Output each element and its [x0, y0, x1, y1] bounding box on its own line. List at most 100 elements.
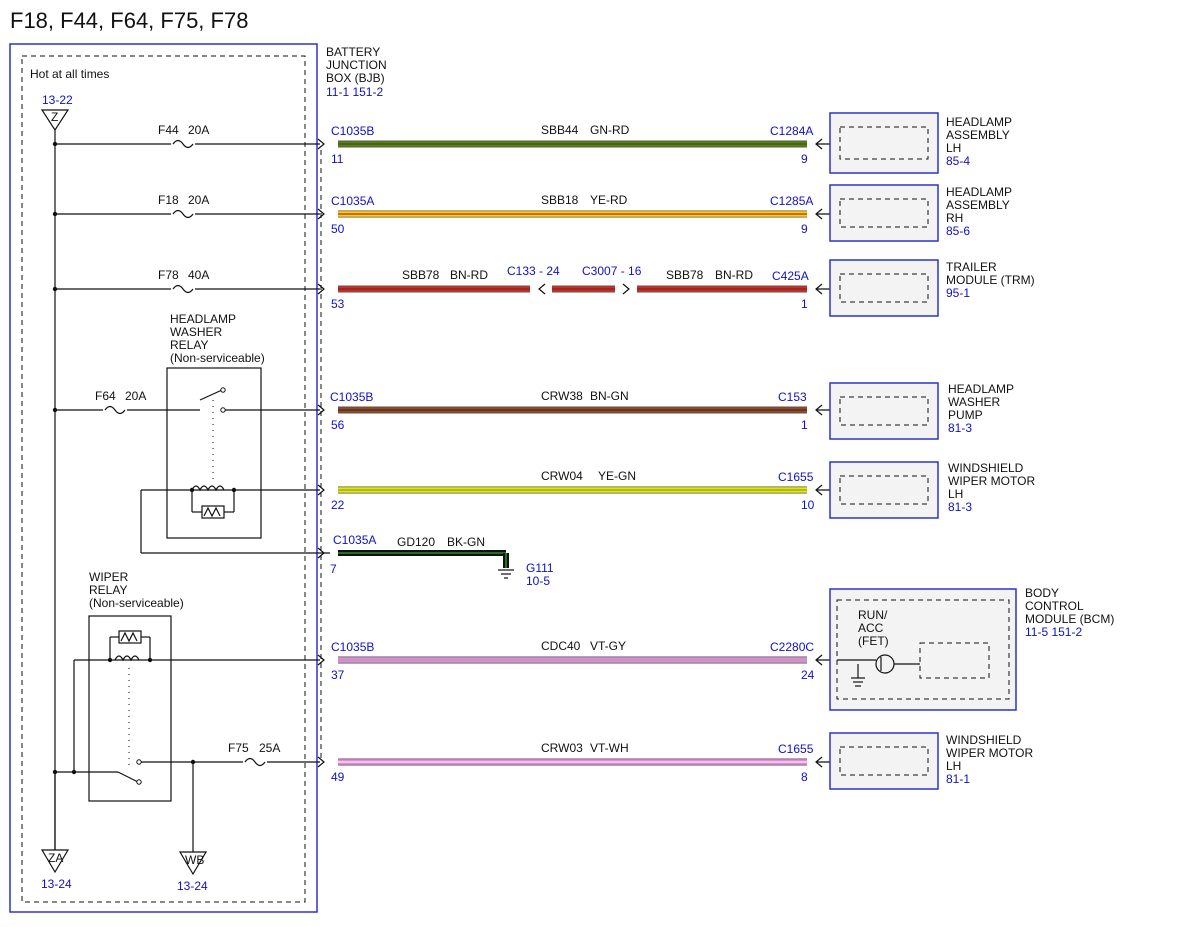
connector-arrow [317, 138, 325, 150]
destination-box [829, 382, 939, 440]
wiper-relay: WIPER RELAY (Non-serviceable) [52, 570, 320, 852]
destination-label: CONTROL [1025, 599, 1084, 613]
destination-label: WASHER [948, 395, 1001, 409]
wire-id: SBB18 [541, 193, 579, 207]
fuse-label: F78 [158, 268, 179, 282]
destination-box [829, 112, 939, 174]
fuse-amps: 20A [125, 389, 146, 403]
wire-color: GN-RD [590, 123, 630, 137]
za-triangle [40, 849, 70, 874]
bcm-fet-label: RUN/ [858, 608, 888, 622]
wire-color: BN-GN [590, 389, 629, 403]
destination-label: HEADLAMP [946, 115, 1012, 129]
destination-label: HEADLAMP [946, 185, 1012, 199]
ground-wire: GD120 [397, 535, 435, 549]
destination-inner [839, 273, 929, 303]
connector-arrow [317, 404, 325, 416]
destination-label: HEADLAMP [948, 382, 1014, 396]
destination-label: ASSEMBLY [946, 128, 1010, 142]
destination-inner [839, 198, 929, 228]
wire-id: SBB78 [402, 268, 440, 282]
destination-label: MODULE (TRM) [946, 273, 1035, 287]
connector-label: C1035B [330, 390, 373, 404]
destination-label: WIPER MOTOR [946, 746, 1033, 760]
wire-color: YE-RD [590, 193, 628, 207]
destination-label: MODULE (BCM) [1025, 612, 1114, 626]
junction-dot [52, 211, 58, 217]
wire-color: VT-WH [590, 741, 629, 755]
wire-id: SBB44 [541, 123, 579, 137]
top-node-ref: 13-22 [42, 93, 73, 107]
connector-arrow [622, 283, 630, 295]
wiper-relay-label: WIPER [89, 570, 129, 584]
ground-ref: 10-5 [526, 574, 550, 588]
pin-label: 50 [331, 222, 345, 236]
ground-pin: 7 [330, 562, 337, 576]
destination-box [829, 732, 939, 790]
connector-arrow [317, 654, 325, 666]
destination-label: WIPER MOTOR [948, 474, 1035, 488]
wire-color: VT-GY [590, 639, 626, 653]
destination-label: LH [946, 141, 961, 155]
connector-label: C1035B [331, 124, 374, 138]
pin-label: 53 [331, 297, 345, 311]
wb-triangle [178, 851, 208, 876]
fuse-icon [244, 757, 266, 767]
fuse-icon [172, 209, 194, 219]
ground-g: G111 [526, 561, 554, 575]
far-pin-label: 9 [801, 152, 808, 166]
za-ref: 13-24 [41, 877, 72, 891]
bjb-name-line: BATTERY [326, 45, 380, 59]
fuse-label: F44 [158, 123, 179, 137]
page-title: F18, F44, F64, F75, F78 [10, 8, 249, 33]
washer-relay-label: (Non-serviceable) [170, 351, 265, 365]
destination-label: BODY [1025, 586, 1059, 600]
destination-box [829, 461, 939, 519]
fuse-amps: 20A [188, 123, 209, 137]
fuse-amps: 25A [259, 741, 280, 755]
fuse-amps: 40A [188, 268, 209, 282]
junction-dot [52, 407, 58, 413]
far-pin-label: 8 [801, 770, 808, 784]
pin-label: 37 [331, 668, 345, 682]
fuse-label: F18 [158, 193, 179, 207]
destination-label: LH [948, 487, 963, 501]
za-label: ZA [48, 851, 63, 865]
wire-id: CRW04 [541, 469, 583, 483]
far-connector-label: C1655 [778, 742, 814, 756]
pin-label: 11 [331, 152, 344, 166]
far-pin-label: 1 [801, 297, 808, 311]
pin-label: 56 [331, 418, 345, 432]
ground-wire-color: BK-GN [447, 535, 485, 549]
far-pin-label: 9 [801, 222, 808, 236]
wiper-relay-coil [114, 655, 140, 662]
wb-label: WB [185, 853, 204, 867]
fuse-amps: 20A [188, 193, 209, 207]
bjb-ref: 11-1 151-2 [326, 85, 383, 99]
inline-connector: C133 - 24 [507, 264, 560, 278]
destination-ref: 81-1 [946, 772, 970, 786]
headlamp-washer-relay: HEADLAMP WASHER RELAY (Non-serviceable) [140, 312, 330, 554]
connector-arrow [317, 283, 325, 295]
destination-label: ASSEMBLY [946, 198, 1010, 212]
destination-ref: 85-6 [946, 224, 970, 238]
far-connector-label: C1285A [770, 194, 813, 208]
destination-label: LH [946, 759, 961, 773]
far-connector-label: C425A [772, 269, 809, 283]
washer-relay-label: RELAY [170, 338, 208, 352]
wire-color: YE-GN [598, 469, 636, 483]
washer-relay-resistor-zigzag [203, 506, 221, 518]
junction-dot [52, 141, 58, 147]
pin-label: 22 [331, 498, 345, 512]
junction-dot [52, 286, 58, 292]
destination-box [829, 588, 1017, 711]
bjb-inner-frame [21, 55, 306, 903]
fuse-icon [172, 284, 194, 294]
destination-label: TRAILER [946, 260, 997, 274]
bcm-internal-box [919, 642, 990, 679]
washer-relay-label: HEADLAMP [170, 312, 236, 326]
pin-label: 49 [331, 770, 345, 784]
far-pin-label: 1 [801, 418, 808, 432]
